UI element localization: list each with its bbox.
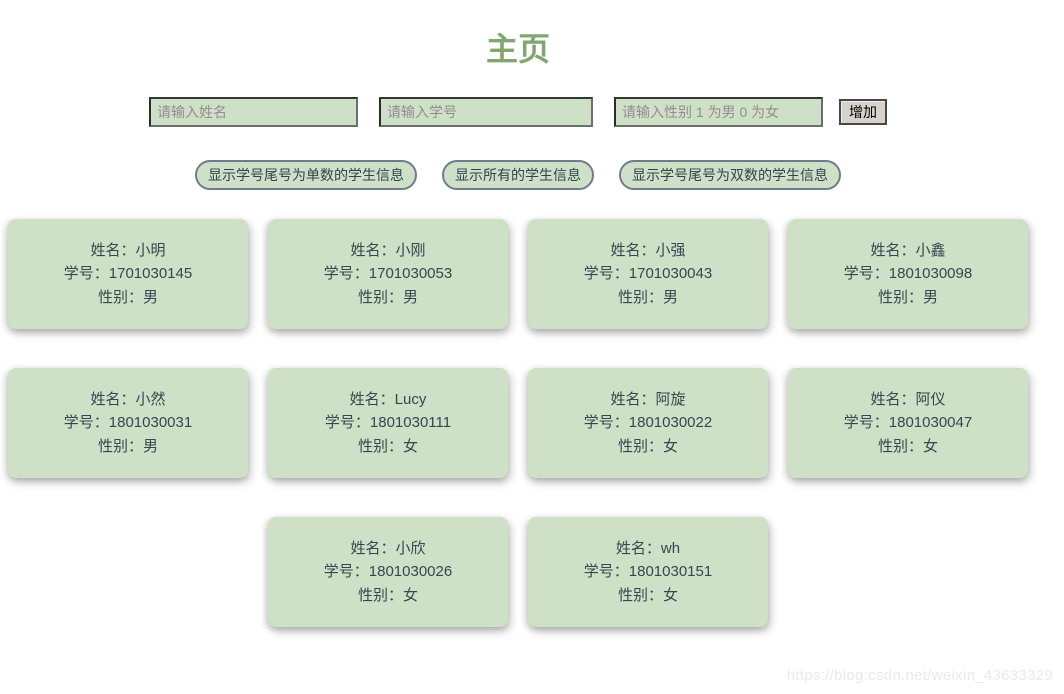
student-id-line: 学号：1701030053 [323, 265, 453, 283]
student-id-line: 学号：1801030111 [324, 414, 452, 432]
student-gender-line: 性别：女 [357, 437, 419, 455]
student-card: 姓名：小鑫 学号：1801030098 性别：男 [788, 219, 1028, 329]
filter-even-ids-button[interactable]: 显示学号尾号为双数的学生信息 [619, 160, 841, 190]
student-id-line: 学号：1701030043 [583, 265, 713, 283]
student-name-line: 姓名：阿旋 [610, 390, 686, 408]
student-name-line: 姓名：小然 [90, 390, 166, 408]
student-id-input[interactable] [379, 96, 593, 127]
student-gender-line: 性别：男 [97, 288, 159, 306]
add-student-form: 增加 [2, 96, 1034, 127]
student-name-line: 姓名：Lucy [349, 390, 427, 408]
student-id-line: 学号：1801030031 [63, 414, 193, 432]
student-card: 姓名：阿旋 学号：1801030022 性别：女 [528, 368, 768, 478]
add-button[interactable]: 增加 [839, 98, 887, 125]
student-gender-line: 性别：女 [617, 437, 679, 455]
student-name-line: 姓名：小鑫 [870, 241, 946, 259]
student-card: 姓名：Lucy 学号：1801030111 性别：女 [268, 368, 508, 478]
student-name-line: 姓名：小刚 [350, 241, 426, 259]
student-name-line: 姓名：小强 [610, 241, 686, 259]
student-name-line: 姓名：wh [615, 539, 681, 557]
student-id-line: 学号：1801030026 [323, 563, 453, 581]
student-gender-line: 性别：男 [357, 288, 419, 306]
student-name-line: 姓名：小明 [90, 241, 166, 259]
student-gender-line: 性别：男 [97, 437, 159, 455]
student-gender-line: 性别：男 [617, 288, 679, 306]
student-id-line: 学号：1801030047 [843, 414, 973, 432]
student-id-line: 学号：1701030145 [63, 265, 193, 283]
student-name-line: 姓名：阿仪 [870, 390, 946, 408]
csdn-watermark: https://blog.csdn.net/weixin_43633329 [786, 667, 1053, 684]
student-card: 姓名：wh 学号：1801030151 性别：女 [528, 517, 768, 627]
student-id-line: 学号：1801030151 [583, 563, 713, 581]
filter-all-button[interactable]: 显示所有的学生信息 [442, 160, 594, 190]
student-card: 姓名：小刚 学号：1701030053 性别：男 [268, 219, 508, 329]
student-gender-line: 性别：女 [877, 437, 939, 455]
page-title: 主页 [485, 31, 550, 67]
student-gender-line: 性别：女 [357, 586, 419, 604]
name-input[interactable] [149, 96, 358, 127]
student-card: 姓名：小欣 学号：1801030026 性别：女 [268, 517, 508, 627]
student-gender-line: 性别：男 [877, 288, 939, 306]
student-id-line: 学号：1801030098 [843, 265, 973, 283]
filter-buttons-row: 显示学号尾号为单数的学生信息 显示所有的学生信息 显示学号尾号为双数的学生信息 [2, 160, 1034, 190]
student-id-line: 学号：1801030022 [583, 414, 713, 432]
student-card: 姓名：阿仪 学号：1801030047 性别：女 [788, 368, 1028, 478]
student-gender-line: 性别：女 [617, 586, 679, 604]
student-card: 姓名：小明 学号：1701030145 性别：男 [8, 219, 248, 329]
main-content: 主页 增加 显示学号尾号为单数的学生信息 显示所有的学生信息 显示学号尾号为双数… [2, 30, 1034, 627]
student-card-grid: 姓名：小明 学号：1701030145 性别：男 姓名：小刚 学号：170103… [7, 219, 1029, 627]
student-card: 姓名：小然 学号：1801030031 性别：男 [8, 368, 248, 478]
student-card: 姓名：小强 学号：1701030043 性别：男 [528, 219, 768, 329]
gender-input[interactable] [614, 96, 823, 127]
student-name-line: 姓名：小欣 [350, 539, 426, 557]
filter-odd-ids-button[interactable]: 显示学号尾号为单数的学生信息 [195, 160, 417, 190]
